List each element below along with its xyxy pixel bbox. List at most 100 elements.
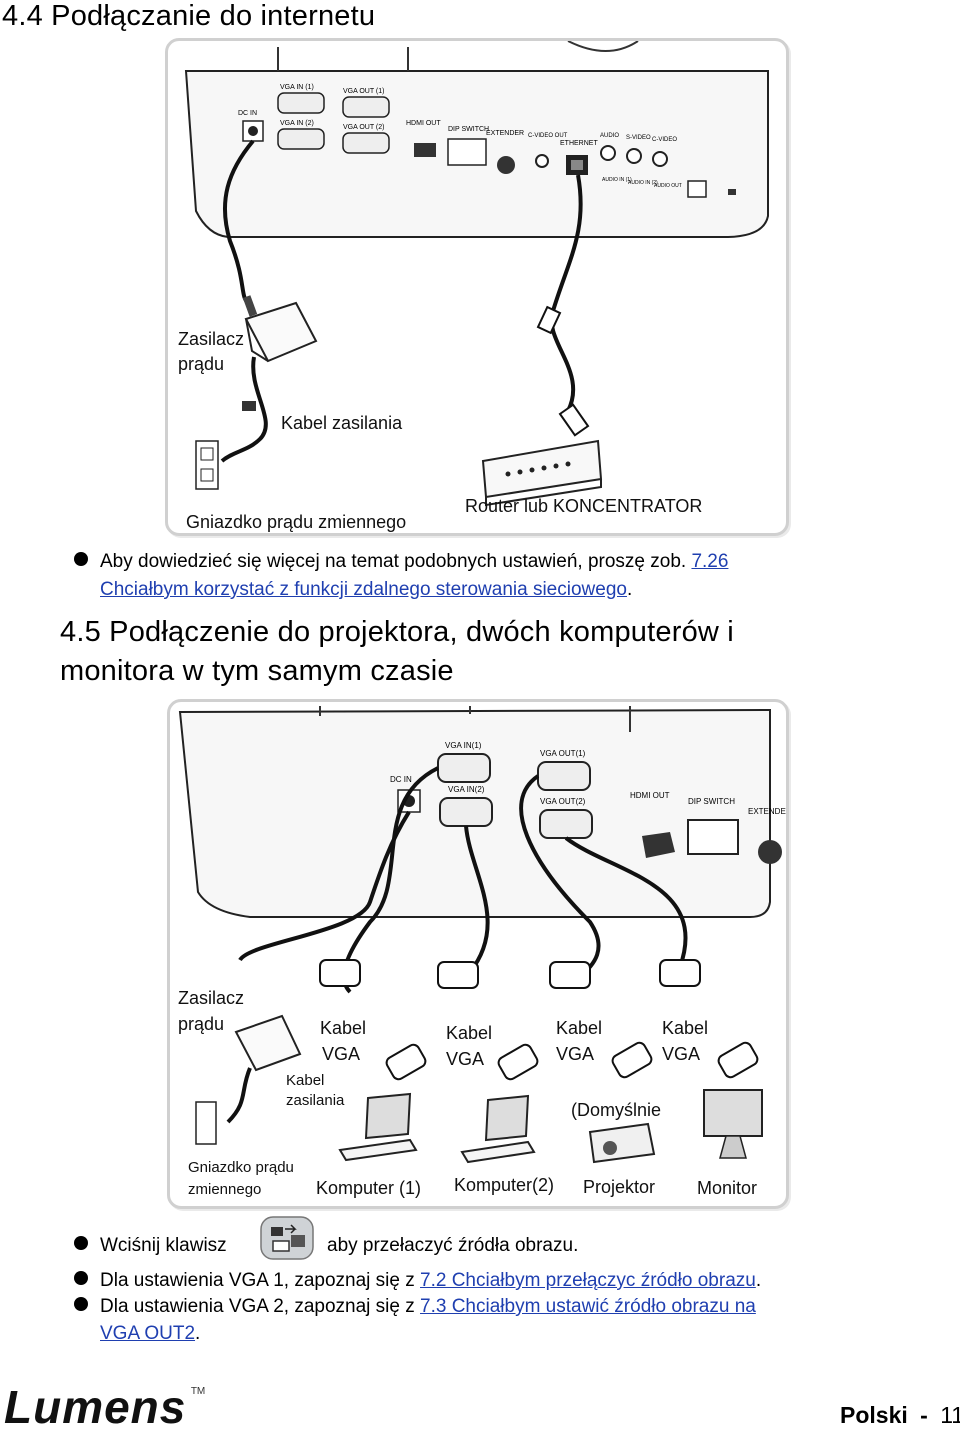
port-label-vga-in1: VGA IN (1) xyxy=(280,84,314,91)
vga-out1-port xyxy=(342,96,390,118)
vga-out2-port xyxy=(539,809,593,839)
vga1-text: Dla ustawienia VGA 1, zapoznaj się z xyxy=(100,1270,421,1291)
vga-in2-port xyxy=(277,128,325,150)
bullet-vga2-line2: VGA OUT2. xyxy=(100,1321,200,1347)
port-label-extender: EXTENDER xyxy=(748,807,786,816)
bullet-dot xyxy=(74,1297,88,1311)
port-label-ethernet: ETHERNET xyxy=(560,140,598,147)
figure-internet-diagram: DC IN VGA IN (1) VGA IN (2) VGA OUT (1) … xyxy=(184,41,769,507)
port-label-vga-out1: VGA OUT(1) xyxy=(540,749,586,758)
label-computer1: Komputer (1) xyxy=(316,1178,422,1198)
label-vga-cable-1-l1: Kabel xyxy=(320,1018,367,1038)
section-4-5-title-line2: monitora w tym samym czasie xyxy=(60,655,454,687)
label-power-cable-l2: zasilania xyxy=(286,1092,345,1109)
label-router: Router lub KONCENTRATOR xyxy=(465,496,703,516)
link-7-26-title[interactable]: Chciałbym korzystać z funkcji zdalnego s… xyxy=(100,579,627,600)
extender-port xyxy=(758,840,782,864)
bullet-press-key: Wciśnij klawisz xyxy=(74,1233,227,1259)
port-label-dc-in: DC IN xyxy=(238,110,257,117)
power-adapter xyxy=(234,1014,302,1072)
label-outlet-l2: zmiennego xyxy=(188,1181,262,1198)
port-label-dc-in: DC IN xyxy=(390,775,412,784)
power-adapter xyxy=(244,301,318,363)
figure-multi-connection: VGA IN(1) VGA OUT(1) VGA IN(2) VGA OUT(2… xyxy=(167,699,789,1209)
port-label-hdmi-out: HDMI OUT xyxy=(406,120,441,127)
label-power-adapter-l1: Zasilacz xyxy=(178,988,245,1008)
bullet-dot xyxy=(74,1236,88,1250)
power-cable xyxy=(222,139,255,305)
projector xyxy=(588,1122,656,1164)
vga2-text: Dla ustawienia VGA 2, zapoznaj się z xyxy=(100,1296,421,1317)
link-7-26-number[interactable]: 7.26 xyxy=(691,551,729,572)
vga-out1-port xyxy=(537,761,591,791)
vga-cable-monitor xyxy=(564,836,688,968)
vga-in1-port xyxy=(277,92,325,114)
label-vga-cable-4-l1: Kabel xyxy=(662,1018,709,1038)
port-label-audio-in2: AUDIO IN (2) xyxy=(628,180,658,186)
bullet-vga2: Dla ustawienia VGA 2, zapoznaj się z 7.3… xyxy=(74,1294,756,1320)
label-vga-cable-3-l1: Kabel xyxy=(556,1018,603,1038)
monitor xyxy=(703,1089,763,1137)
computer2-laptop xyxy=(484,1094,530,1142)
link-7-2[interactable]: 7.2 Chciałbym przełączyc źródło obrazu xyxy=(420,1270,756,1291)
label-vga-cable-4-l2: VGA xyxy=(662,1044,701,1064)
figure-multi-diagram: VGA IN(1) VGA OUT(1) VGA IN(2) VGA OUT(2… xyxy=(178,706,786,1164)
vga1-suffix: . xyxy=(755,1270,762,1291)
port-label-extender: EXTENDER xyxy=(486,130,524,137)
label-power-adapter-l1: Zasilacz xyxy=(178,329,245,349)
link-7-3-line1[interactable]: 7.3 Chciałbym ustawić źródło obrazu na xyxy=(420,1296,756,1317)
wall-outlet xyxy=(195,1101,217,1145)
vga-cable-projector xyxy=(519,774,601,979)
port-label-hdmi-out: HDMI OUT xyxy=(630,791,670,800)
label-monitor: Monitor xyxy=(697,1178,758,1198)
port-label-vga-out1: VGA OUT (1) xyxy=(343,88,385,95)
port-label-vga-out2: VGA OUT (2) xyxy=(343,124,385,131)
hdmi-port xyxy=(414,143,436,157)
bullet-suffix: . xyxy=(626,579,633,600)
bullet-text: Aby dowiedzieć się więcej na temat podob… xyxy=(100,551,692,572)
dip-switch xyxy=(687,819,739,855)
dip-switch xyxy=(447,138,487,166)
vga-in2-port xyxy=(439,797,493,827)
bullet-internet-info-line2: Chciałbym korzystać z funkcji zdalnego s… xyxy=(100,577,632,603)
vga-in1-port xyxy=(437,753,491,783)
link-7-3-line2[interactable]: VGA OUT2 xyxy=(100,1323,196,1344)
section-4-5-title-line1: 4.5 Podłączenie do projektora, dwóch kom… xyxy=(60,616,734,648)
vga-out2-port xyxy=(342,132,390,154)
logo-text: Lumens xyxy=(4,1381,187,1433)
extender-port xyxy=(497,156,515,174)
section-4-4-title: 4.4 Podłączanie do internetu xyxy=(2,0,376,32)
label-computer2: Komputer(2) xyxy=(454,1175,555,1195)
label-power-cable: Kabel zasilania xyxy=(281,413,403,433)
press-prefix-text: Wciśnij klawisz xyxy=(100,1235,227,1256)
lumens-logo: Lumens TM xyxy=(4,1380,206,1433)
port-label-audio-out: AUDIO OUT xyxy=(654,183,682,189)
computer1-laptop xyxy=(364,1092,412,1140)
bullet-dot xyxy=(74,552,88,566)
port-label-dip-switch: DIP SWITCH xyxy=(688,797,735,806)
label-outlet-l1: Gniazdko prądu xyxy=(188,1159,294,1176)
source-key-icon xyxy=(259,1215,315,1261)
figure-internet-connection: DC IN VGA IN (1) VGA IN (2) VGA OUT (1) … xyxy=(165,38,789,536)
bullet-press-key-suffix: aby przełaczyć źródła obrazu. xyxy=(327,1235,579,1256)
bullet-dot xyxy=(74,1271,88,1285)
bullet-vga1: Dla ustawienia VGA 1, zapoznaj się z 7.2… xyxy=(74,1268,761,1294)
label-projector: Projektor xyxy=(583,1177,656,1197)
label-default: (Domyślnie xyxy=(571,1100,662,1120)
port-label-s-video: S-VIDEO xyxy=(626,135,651,141)
logo-tm: TM xyxy=(190,1386,206,1397)
port-label-audio-in1: AUDIO IN (1) xyxy=(602,177,632,183)
label-vga-cable-2-l2: VGA xyxy=(446,1049,485,1069)
port-label-vga-in1: VGA IN(1) xyxy=(445,741,482,750)
hdmi-port xyxy=(642,832,675,858)
label-power-adapter-l2: prądu xyxy=(178,354,225,374)
port-label-vga-in2: VGA IN(2) xyxy=(448,785,485,794)
port-label-vga-out2: VGA OUT(2) xyxy=(540,797,586,806)
footer-language: Polski xyxy=(840,1402,908,1428)
page-footer: Polski - 11 xyxy=(840,1400,960,1430)
label-vga-cable-3-l2: VGA xyxy=(556,1044,595,1064)
label-power-cable-l1: Kabel xyxy=(286,1072,325,1089)
port-label-audio: AUDIO xyxy=(600,133,619,139)
label-vga-cable-2-l1: Kabel xyxy=(446,1023,493,1043)
port-label-c-video-out: C-VIDEO OUT xyxy=(528,133,568,139)
